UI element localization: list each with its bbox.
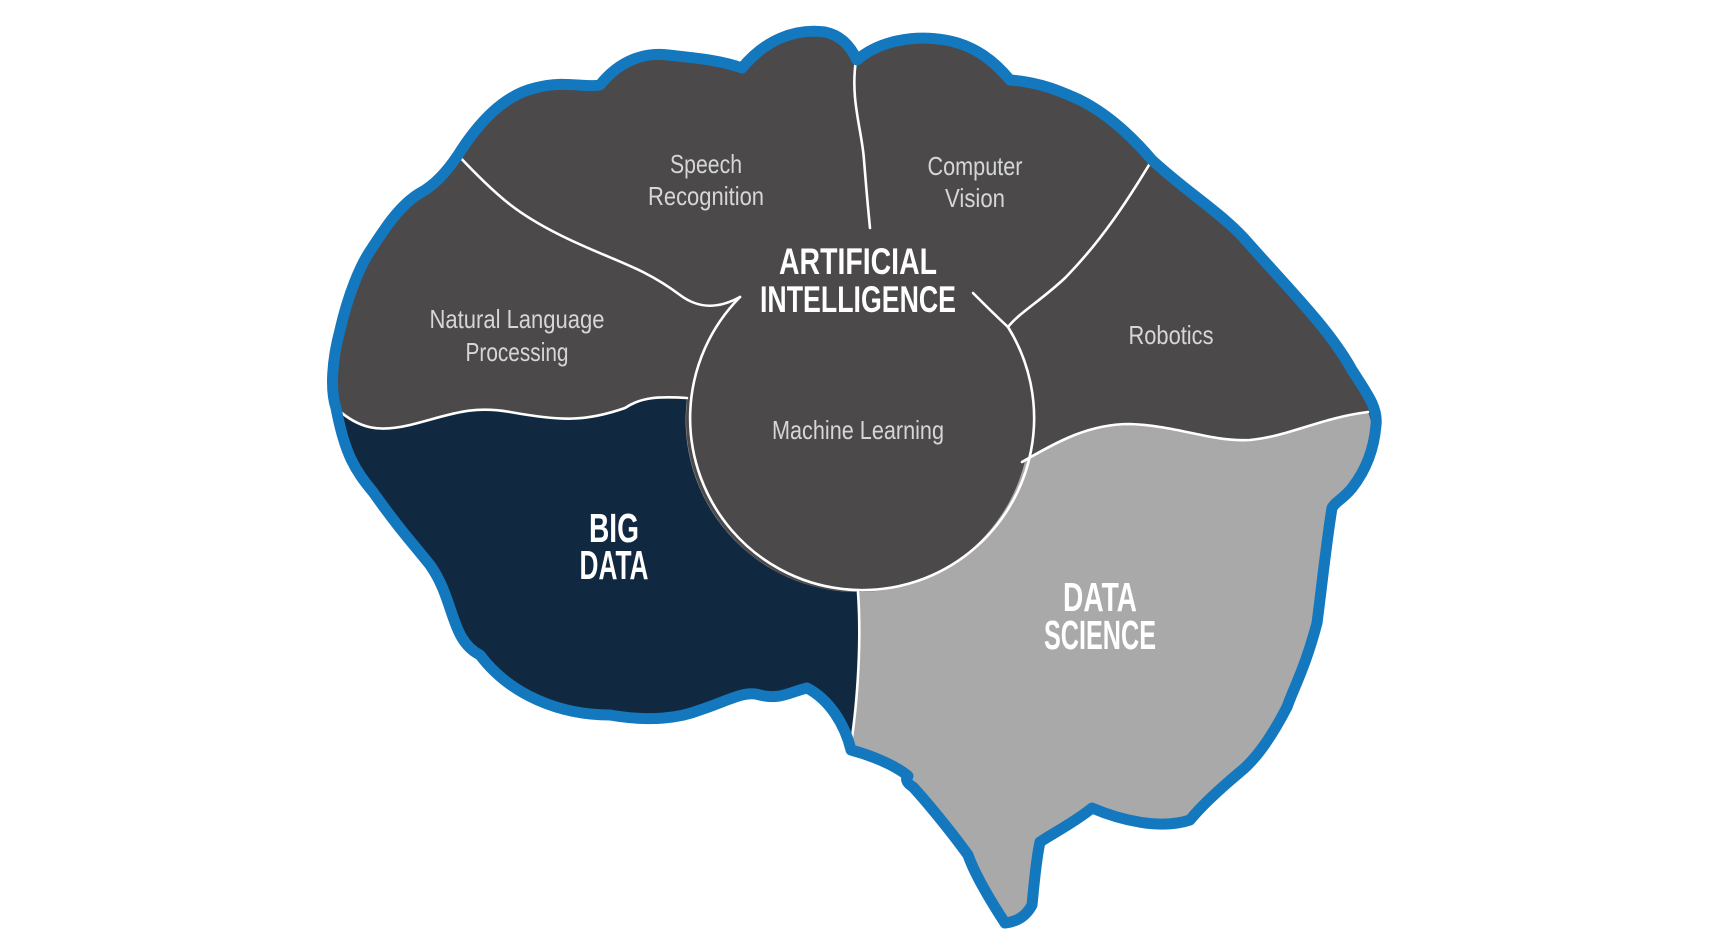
machine-learning-circle-arc — [688, 295, 1036, 592]
label-robotics: Robotics — [1129, 320, 1214, 350]
label-computer-vision-line1: Computer — [928, 151, 1023, 181]
divider-robotics-datascience — [1020, 410, 1370, 464]
machine-learning-circle — [686, 248, 1030, 592]
label-machine-learning: Machine Learning — [772, 415, 944, 445]
divider-speech-vision — [853, 58, 872, 230]
label-nlp-line1: Natural Language — [430, 304, 605, 334]
ai-dark-region — [332, 31, 1377, 462]
title-artificial: ARTIFICIAL — [779, 241, 937, 282]
label-data-science-line2: SCIENCE — [1044, 612, 1156, 658]
label-speech-recognition-line1: Speech — [670, 149, 742, 179]
big-data-region — [336, 397, 860, 750]
divider-vision-robotics — [1006, 158, 1154, 329]
label-computer-vision-line2: Vision — [945, 183, 1005, 213]
label-big-data-line2: DATA — [580, 542, 649, 588]
divider-nlp-speech — [454, 151, 742, 307]
divider-hook-intelligence — [971, 291, 1010, 329]
divider-nlp-bigdata — [334, 396, 689, 430]
title-intelligence: INTELLIGENCE — [760, 279, 956, 320]
label-speech-recognition-line2: Recognition — [648, 181, 764, 211]
label-nlp-line2: Processing — [466, 337, 569, 367]
label-big-data-line1: BIG — [589, 505, 639, 551]
label-data-science-line1: DATA — [1063, 574, 1137, 620]
